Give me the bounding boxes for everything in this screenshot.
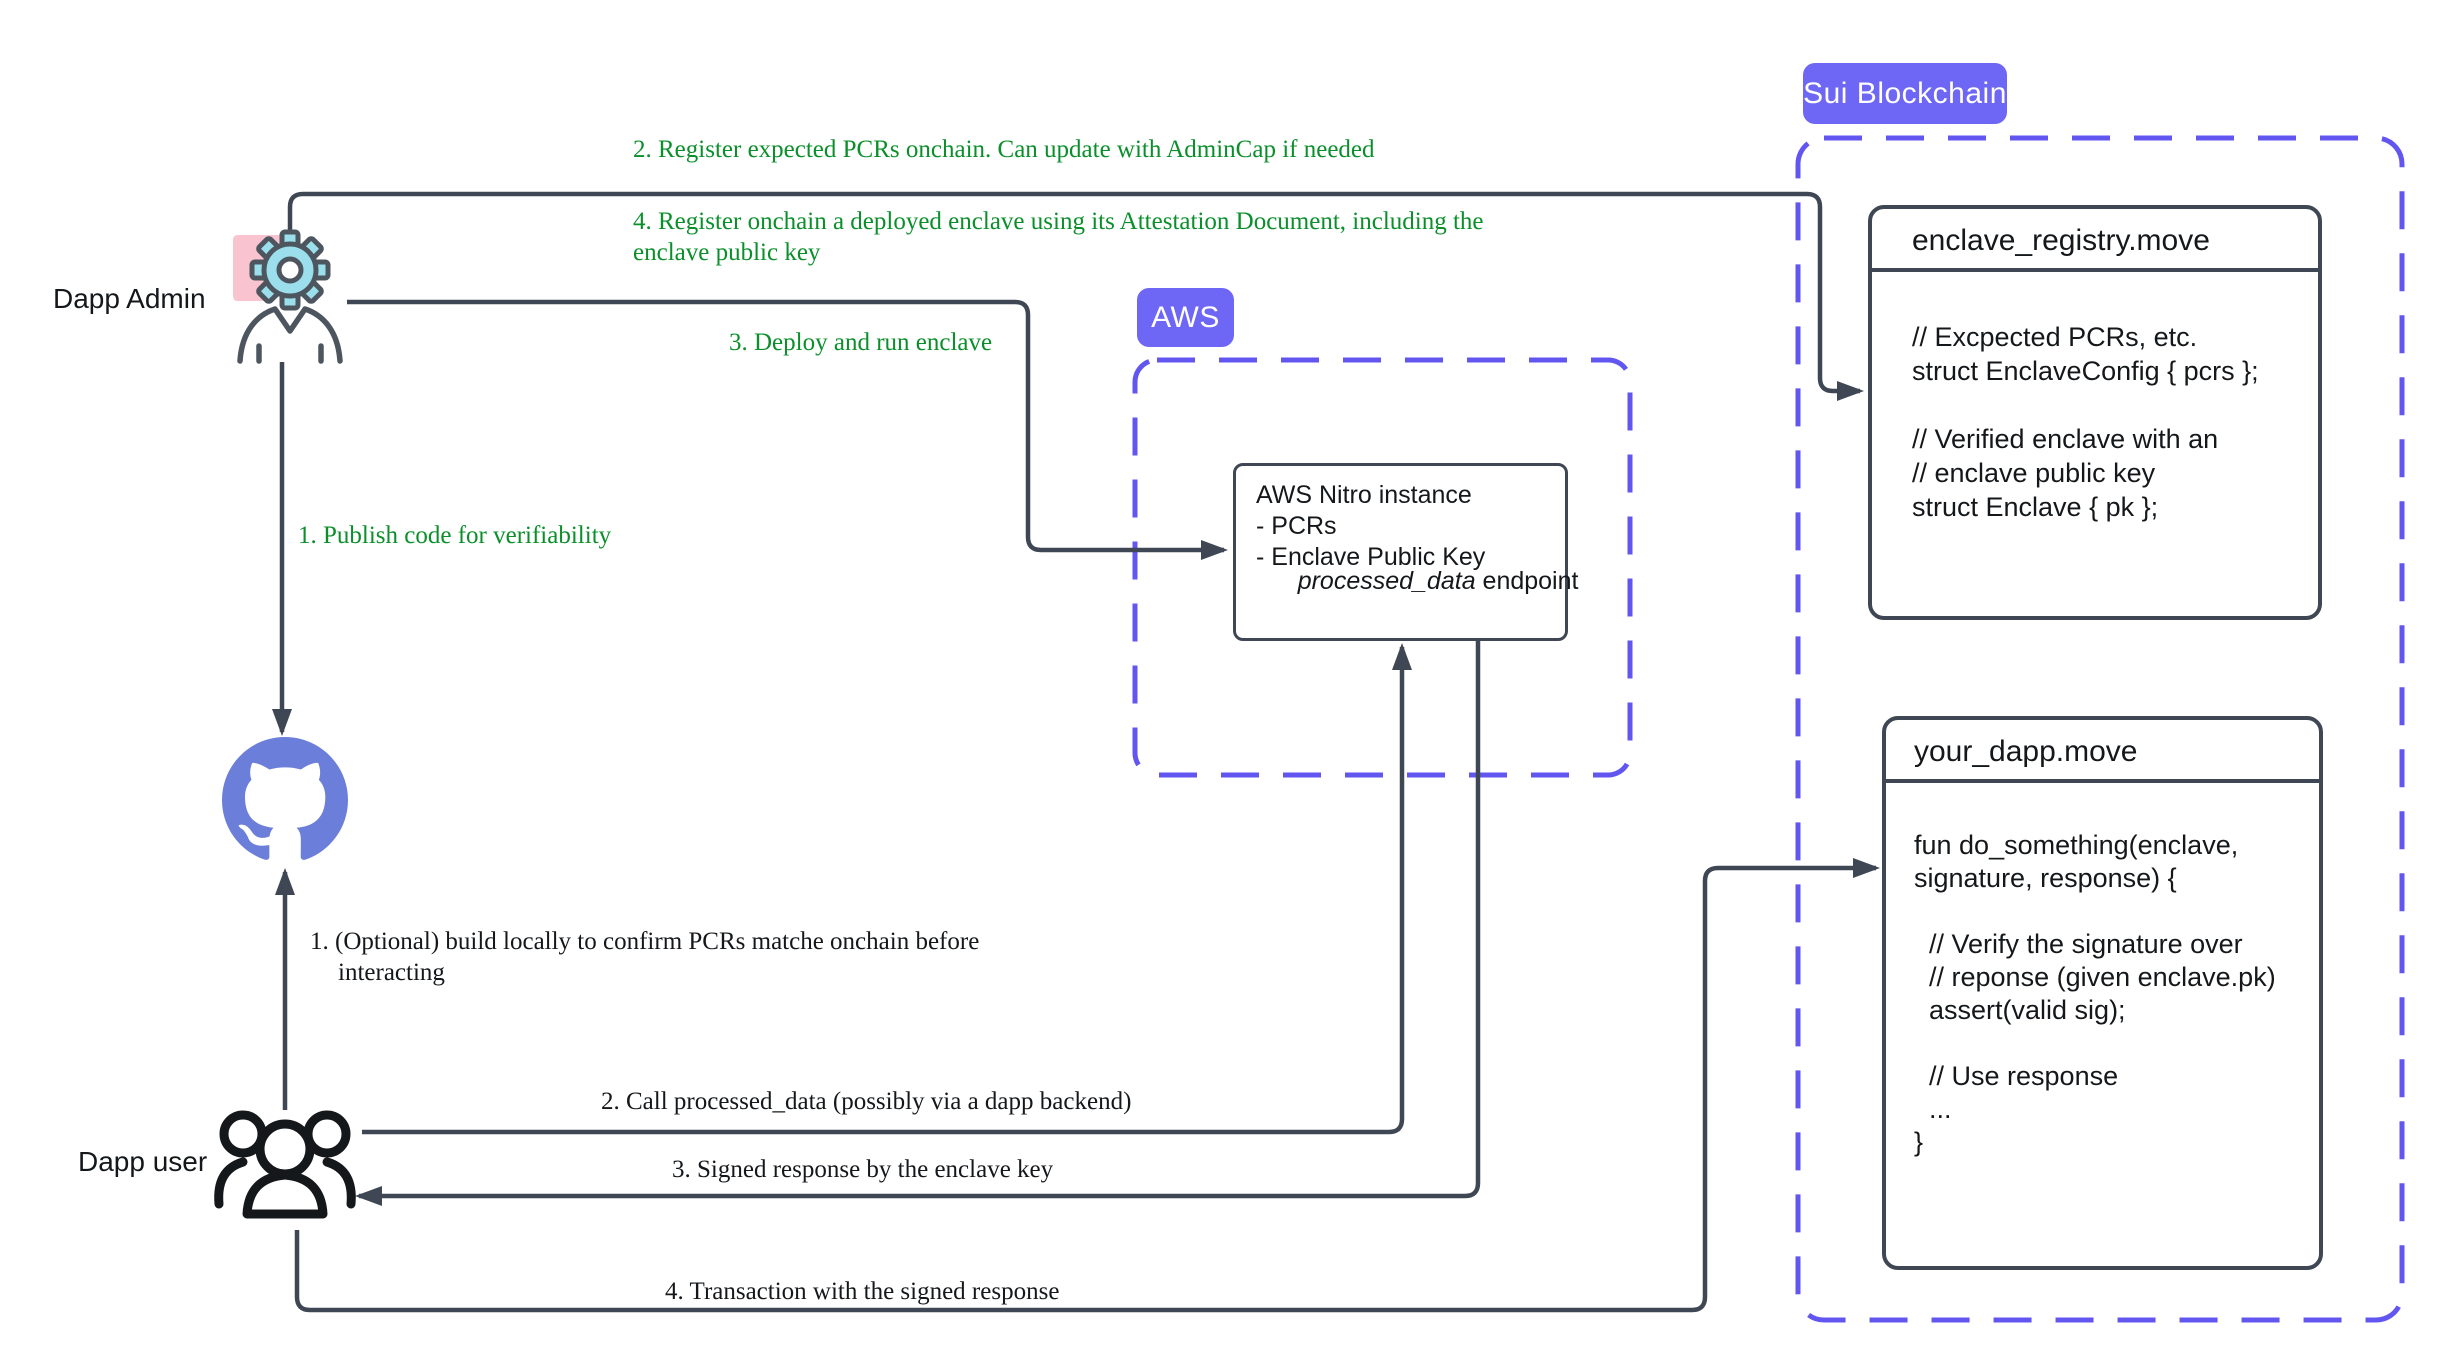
annotation-call-endpoint: 2. Call processed_data (possibly via a d… (601, 1088, 1132, 1115)
gear-icon (249, 229, 331, 311)
annotation-register-pcrs: 2. Register expected PCRs onchain. Can u… (633, 136, 1375, 163)
arrow-register-pcrs (287, 191, 1864, 401)
annotation-publish-code: 1. Publish code for verifiability (298, 522, 612, 549)
your-dapp-box: your_dapp.move fun do_something(enclave,… (1882, 716, 2323, 1270)
arrow-transaction (294, 858, 1880, 1313)
annotation-deploy-enclave: 3. Deploy and run enclave (729, 329, 993, 356)
arrow-signed-response (355, 641, 1481, 1206)
enclave-registry-code: // Excpected PCRs, etc. struct EnclaveCo… (1912, 322, 2259, 522)
nitro-instance-text: AWS Nitro instance - PCRs - Enclave Publ… (1256, 481, 1486, 571)
your-dapp-title: your_dapp.move (1886, 720, 2319, 783)
nitro-endpoint-name: processed_data (1297, 567, 1476, 595)
nitro-endpoint-text: processed_data endpoint (1256, 535, 1579, 628)
sui-blockchain-badge: Sui Blockchain (1803, 63, 2007, 124)
arrow-call-endpoint (362, 643, 1412, 1135)
github-icon (222, 737, 348, 860)
annotation-transaction: 4. Transaction with the signed response (665, 1278, 1060, 1305)
arrow-deploy-enclave (347, 299, 1228, 560)
aws-boundary (1132, 357, 1633, 778)
annotation-register-enclave: 4. Register onchain a deployed enclave u… (633, 208, 1484, 266)
sui-blockchain-boundary (1795, 135, 2405, 1323)
nitro-endpoint-suffix: endpoint (1475, 567, 1579, 595)
aws-badge: AWS (1137, 288, 1234, 347)
nitro-instance-box: AWS Nitro instance - PCRs - Enclave Publ… (1233, 463, 1578, 641)
annotation-build-locally: 1. (Optional) build locally to confirm P… (310, 928, 980, 986)
users-group-icon (214, 1110, 356, 1219)
enclave-registry-title: enclave_registry.move (1872, 209, 2318, 272)
admin-person-icon (237, 306, 343, 364)
dapp-user-label: Dapp user (78, 1146, 208, 1177)
enclave-registry-box: enclave_registry.move // Excpected PCRs,… (1868, 205, 2322, 620)
annotation-signed-response: 3. Signed response by the enclave key (672, 1156, 1054, 1183)
your-dapp-code: fun do_something(enclave, signature, res… (1914, 830, 2276, 1157)
dapp-admin-label: Dapp Admin (53, 283, 206, 314)
